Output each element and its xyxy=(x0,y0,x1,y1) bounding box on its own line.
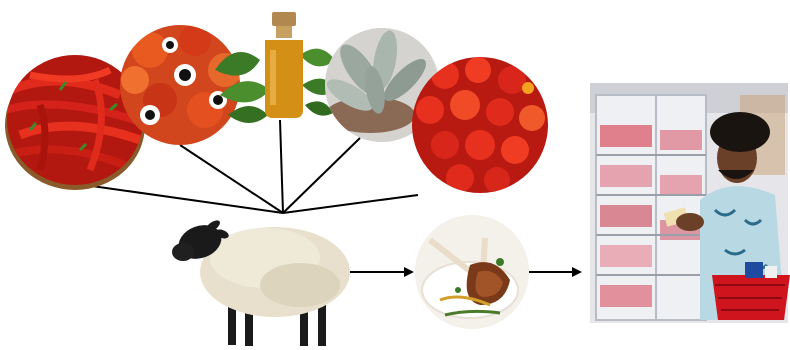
pitanga-fruits-image xyxy=(412,57,548,193)
sheep-image xyxy=(172,218,350,346)
lamb-rack-dish-image xyxy=(415,215,530,330)
line-oil xyxy=(280,120,283,213)
line-chili xyxy=(85,185,283,213)
line-pitanga xyxy=(283,195,418,213)
line-guarana xyxy=(180,145,283,213)
line-sage xyxy=(283,138,360,213)
supermarket-shopper-image xyxy=(590,83,790,323)
guarana-berries-image xyxy=(120,24,242,145)
